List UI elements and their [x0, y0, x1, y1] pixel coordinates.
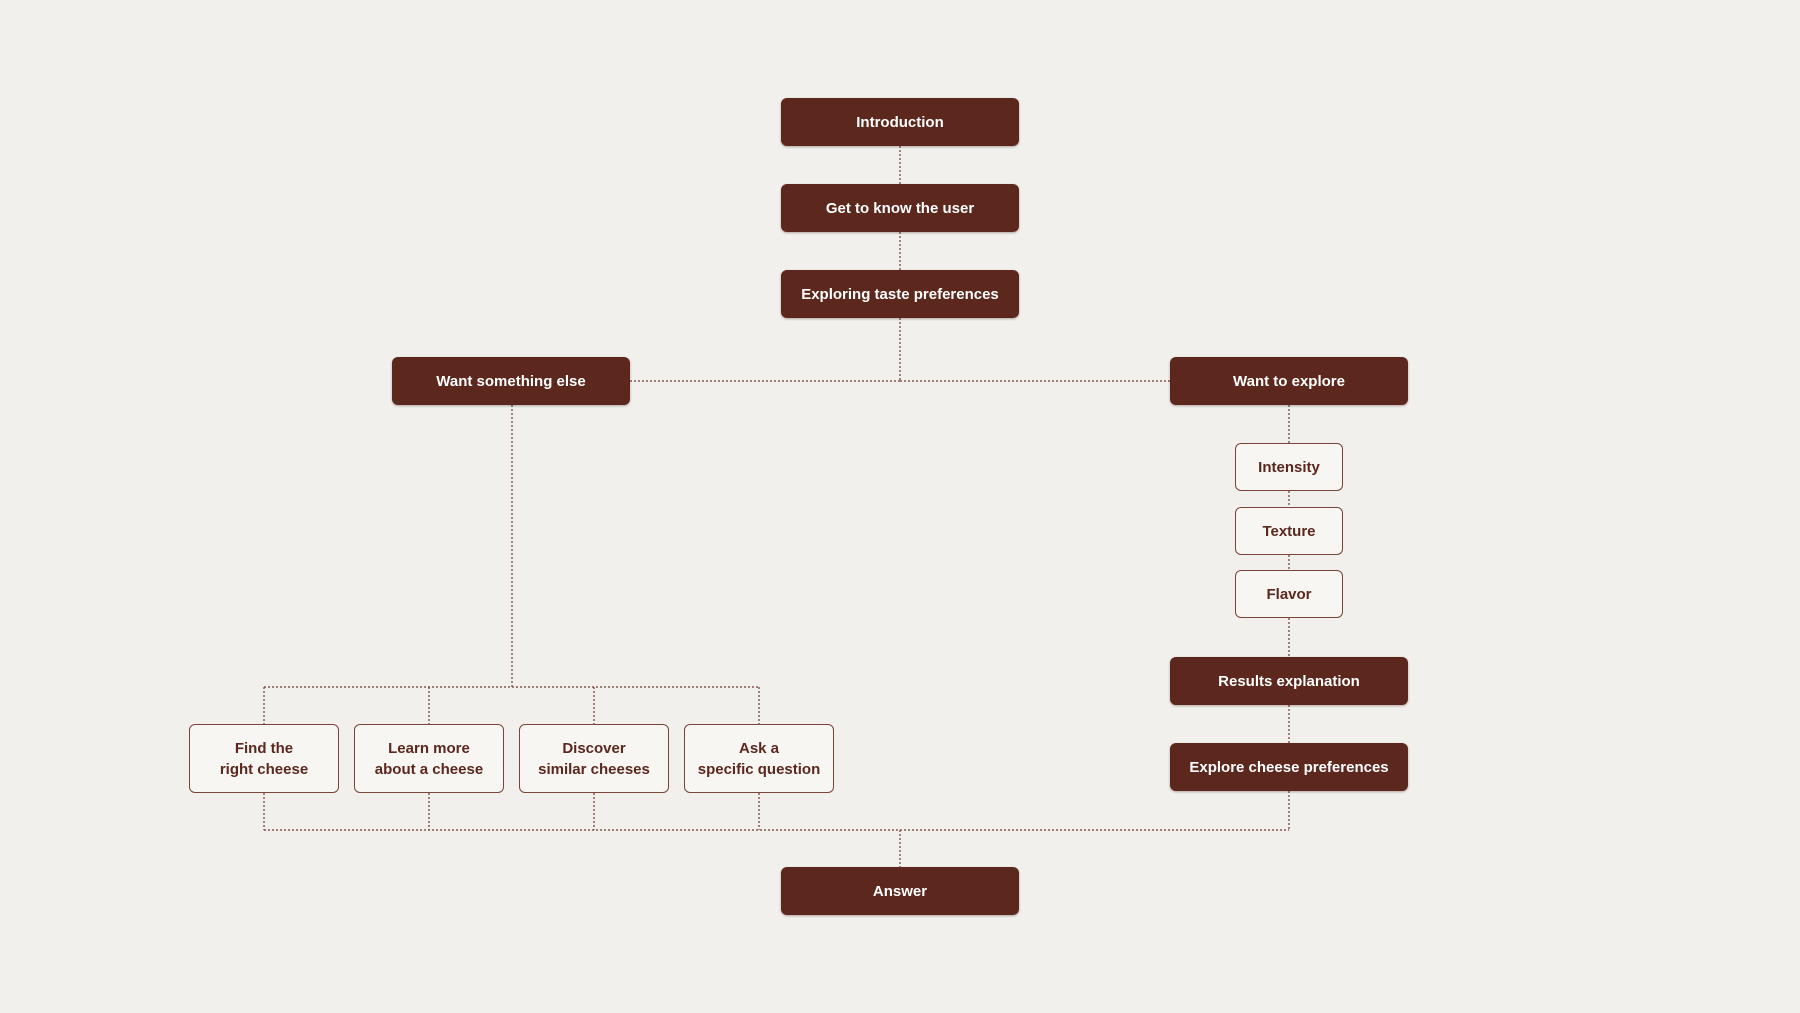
node-texture: Texture	[1235, 507, 1343, 555]
node-exploring-taste-preferences: Exploring taste preferences	[781, 270, 1019, 318]
node-flavor: Flavor	[1235, 570, 1343, 618]
node-introduction: Introduction	[781, 98, 1019, 146]
node-get-to-know-user: Get to know the user	[781, 184, 1019, 232]
node-learn-more-about-cheese: Learn more about a cheese	[354, 724, 504, 793]
node-answer: Answer	[781, 867, 1019, 915]
node-intensity: Intensity	[1235, 443, 1343, 491]
node-find-right-cheese: Find the right cheese	[189, 724, 339, 793]
node-want-something-else: Want something else	[392, 357, 630, 405]
node-want-to-explore: Want to explore	[1170, 357, 1408, 405]
node-explore-cheese-preferences: Explore cheese preferences	[1170, 743, 1408, 791]
node-results-explanation: Results explanation	[1170, 657, 1408, 705]
node-discover-similar-cheeses: Discover similar cheeses	[519, 724, 669, 793]
node-ask-specific-question: Ask a specific question	[684, 724, 834, 793]
